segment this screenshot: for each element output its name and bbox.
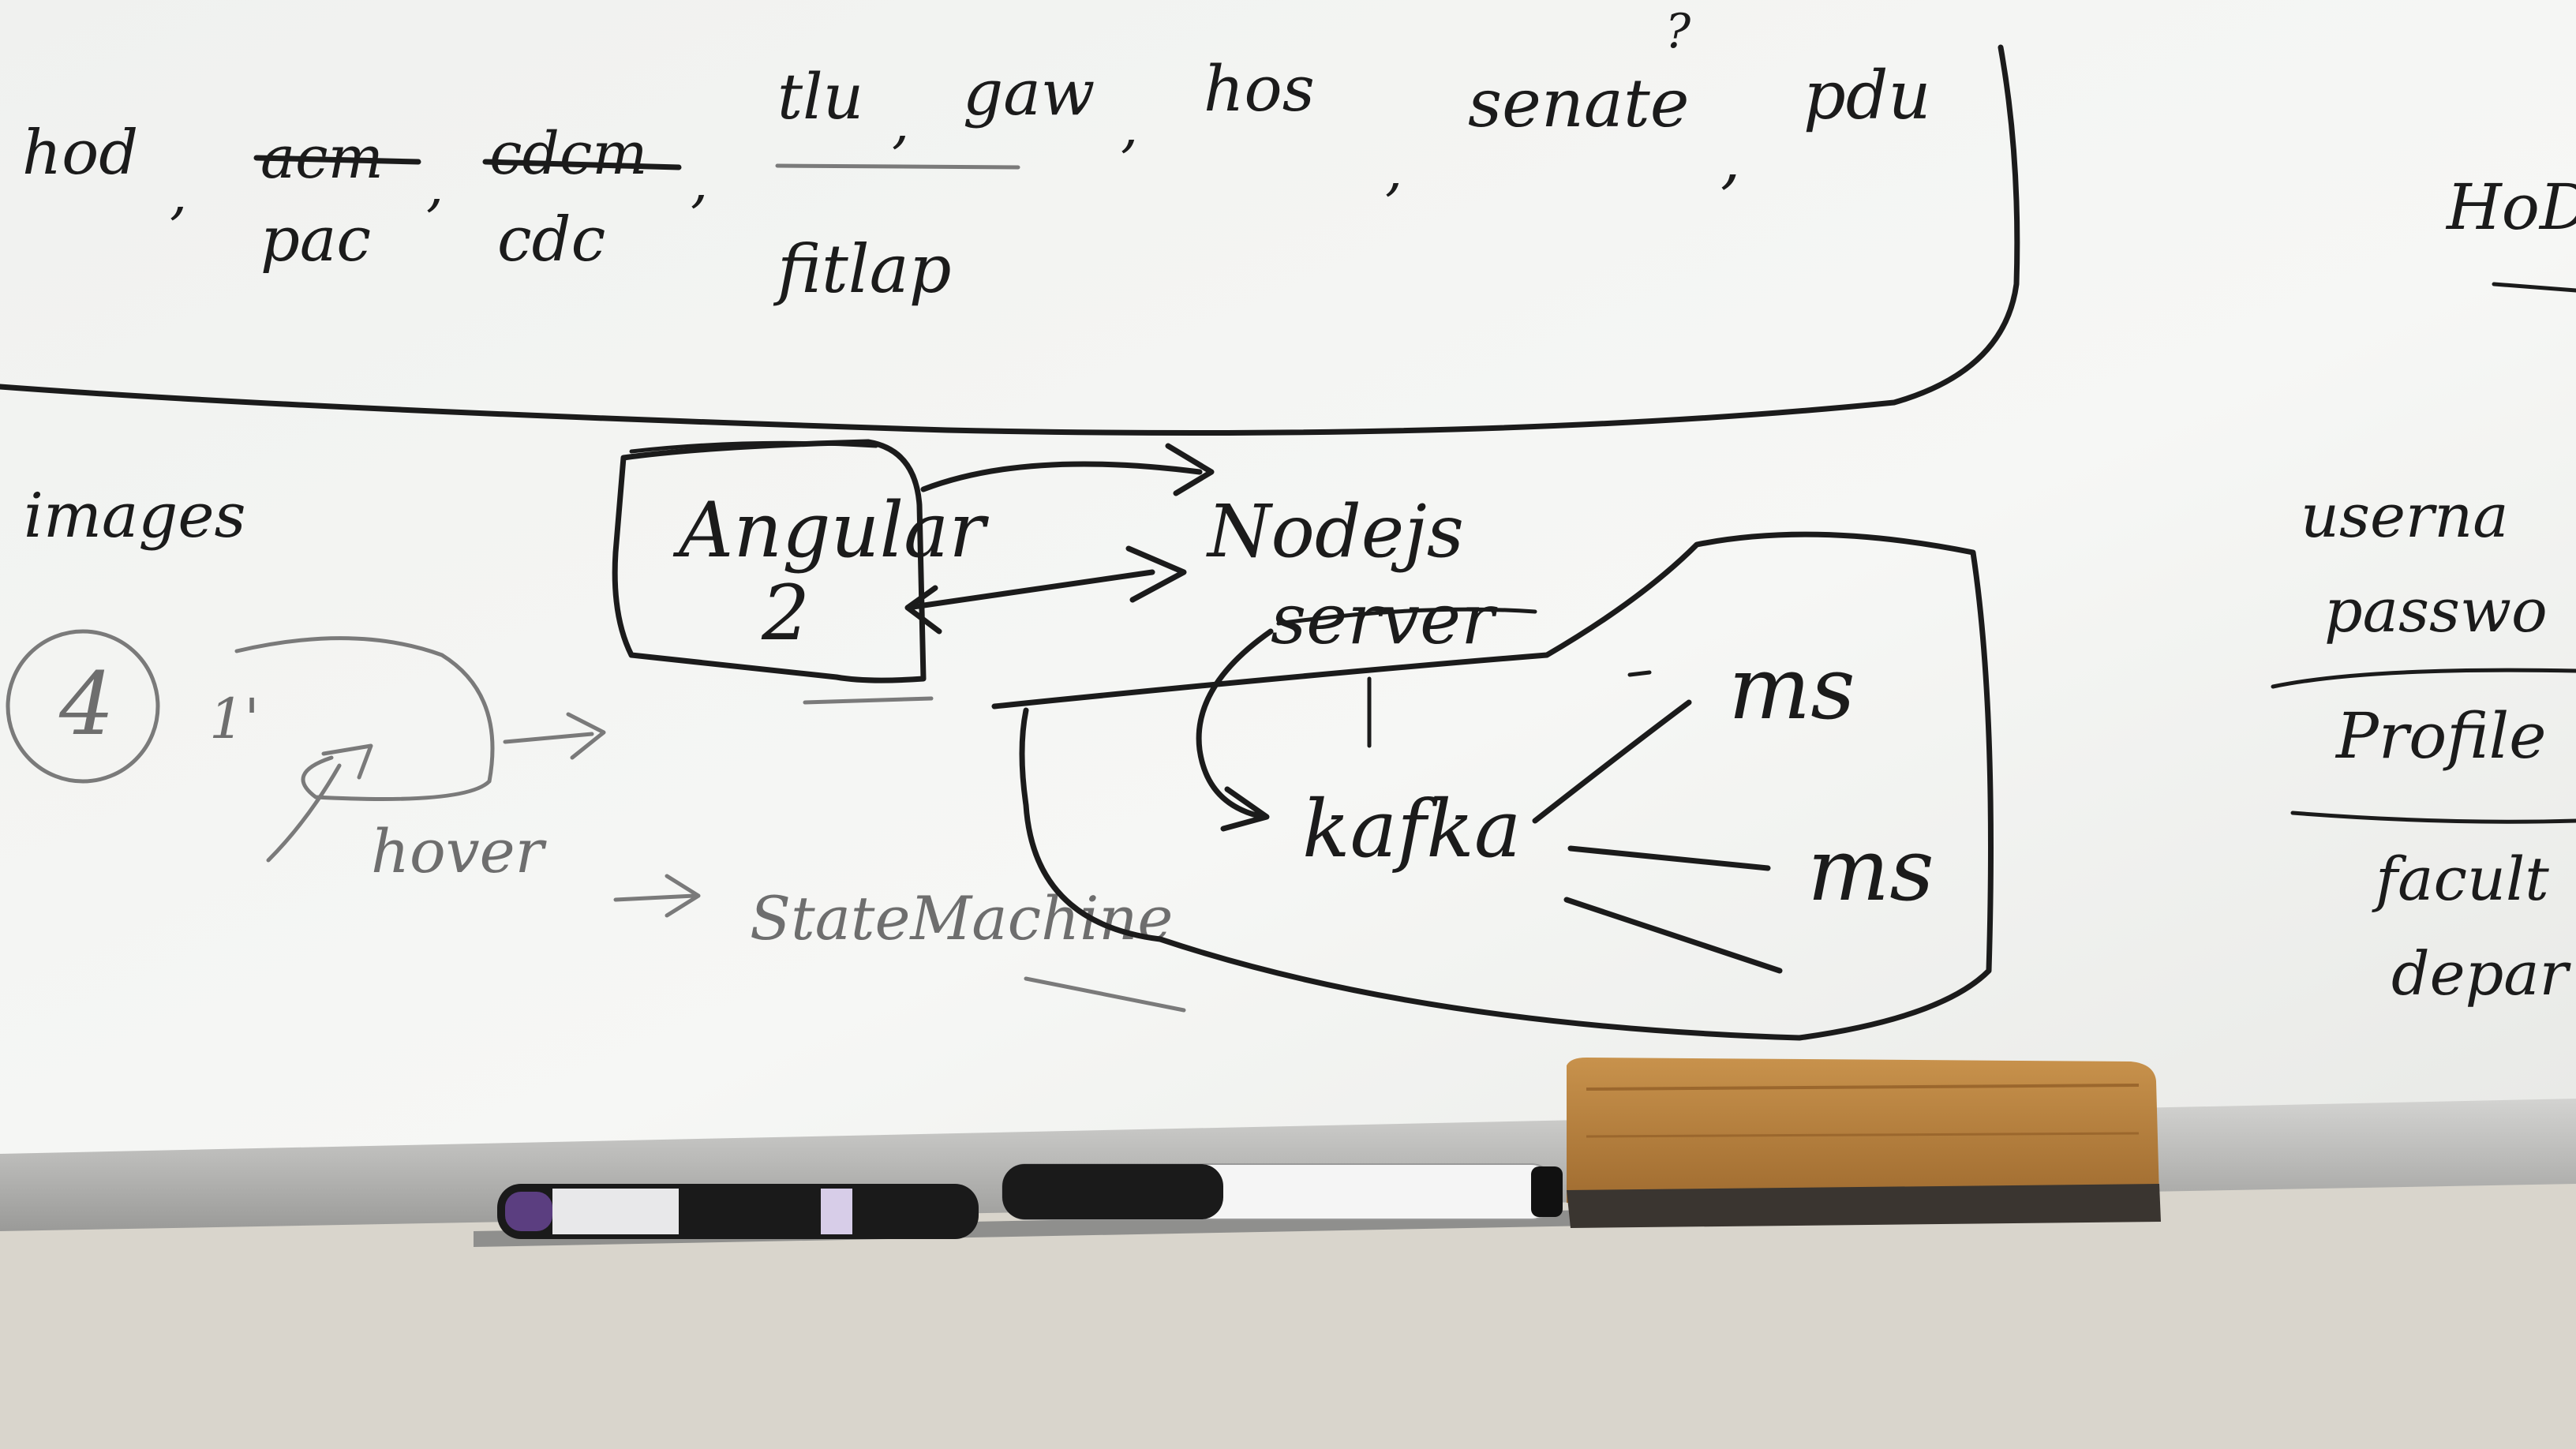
top-item-gaw: gaw — [963, 56, 1095, 129]
strikethrough-acm — [253, 155, 421, 165]
state-underline — [1024, 976, 1186, 1013]
line-kafka-ms1 — [1532, 699, 1692, 824]
question-mark: ? — [1665, 4, 1691, 59]
top-item-hod: hod — [22, 118, 138, 189]
left-notes: images 4 1' hover StateMachine — [6, 481, 1186, 1013]
top-sep: , — [1385, 138, 1402, 203]
right-department: depar — [2391, 938, 2572, 1009]
label-state-machine: StateMachine — [750, 883, 1173, 953]
top-sep: , — [892, 91, 909, 155]
server-underline — [1276, 607, 1537, 626]
eraser[interactable] — [1567, 1058, 2161, 1228]
top-sep: , — [170, 162, 187, 227]
tick-mark: 1' — [209, 687, 260, 751]
node-nodejs: Nodejs — [1206, 489, 1464, 574]
right-password: passwo — [2324, 575, 2548, 646]
top-item-pdu: pdu — [1803, 57, 1931, 134]
top-list: hod , acm , cdcm , pac cdc tlu , gaw , h… — [0, 4, 2020, 436]
top-item-hos: hos — [1204, 52, 1315, 125]
node-angular-version: 2 — [761, 569, 810, 657]
right-profile: Profile — [2334, 699, 2547, 773]
strikethrough-cdcm — [482, 159, 682, 170]
dotted-underline — [775, 163, 1020, 170]
top-item-tlu: tlu — [777, 60, 863, 133]
right-hod-underline — [2492, 282, 2576, 293]
right-divider-1 — [2271, 668, 2576, 689]
right-username: userna — [2301, 481, 2509, 551]
node-kafka: kafka — [1302, 783, 1521, 875]
number-circle — [6, 629, 160, 784]
hover-out-arrow — [503, 712, 606, 760]
label-images: images — [24, 481, 246, 552]
angular-box-double — [629, 440, 878, 454]
whiteboard-surface — [0, 0, 2576, 1160]
top-item-senate: senate — [1468, 65, 1689, 142]
right-faculty: facult — [2372, 844, 2549, 914]
line-kafka-ms2 — [1567, 845, 1771, 871]
right-divider-2 — [2290, 811, 2576, 824]
hover-arrow-head — [321, 743, 373, 780]
hover-box — [234, 636, 495, 801]
arrow-angular-to-node-top — [920, 443, 1215, 496]
top-item-pac: pac — [260, 204, 371, 275]
label-hover: hover — [371, 816, 548, 886]
circled-number: 4 — [58, 653, 114, 754]
arrow-bidirectional — [904, 545, 1187, 635]
right-notes: HoD userna passwo Profile facult depar — [2271, 170, 2576, 1009]
list-brace — [0, 44, 2020, 436]
node-ms-2: ms — [1807, 819, 1934, 920]
marker-purple[interactable] — [497, 1184, 979, 1239]
tick-ms-1 — [1627, 670, 1652, 677]
node-angular: Angular — [672, 486, 989, 575]
top-item-cdc: cdc — [497, 204, 605, 275]
backend-enclosure-tail — [803, 696, 934, 705]
node-ms-1: ms — [1728, 638, 1855, 739]
architecture-diagram: Angular 2 Nodejs server kafka ms ms — [612, 439, 1994, 1041]
arrow-node-to-kafka — [1196, 628, 1274, 832]
top-sep: , — [691, 150, 708, 215]
right-hod: HoD — [2445, 170, 2576, 244]
arrow-hover-to-state — [613, 874, 701, 918]
backend-enclosure — [991, 531, 1994, 1041]
top-item-fitlap: fitlap — [773, 230, 952, 308]
angular-box — [612, 439, 927, 683]
marker-white[interactable] — [1002, 1163, 1563, 1220]
top-sep: , — [426, 154, 444, 219]
line-kafka-ms3 — [1563, 897, 1783, 974]
hover-tail — [266, 763, 342, 863]
top-sep: , — [1720, 123, 1740, 197]
top-item-cdcm: cdcm — [489, 120, 647, 188]
top-sep: , — [1121, 95, 1138, 159]
